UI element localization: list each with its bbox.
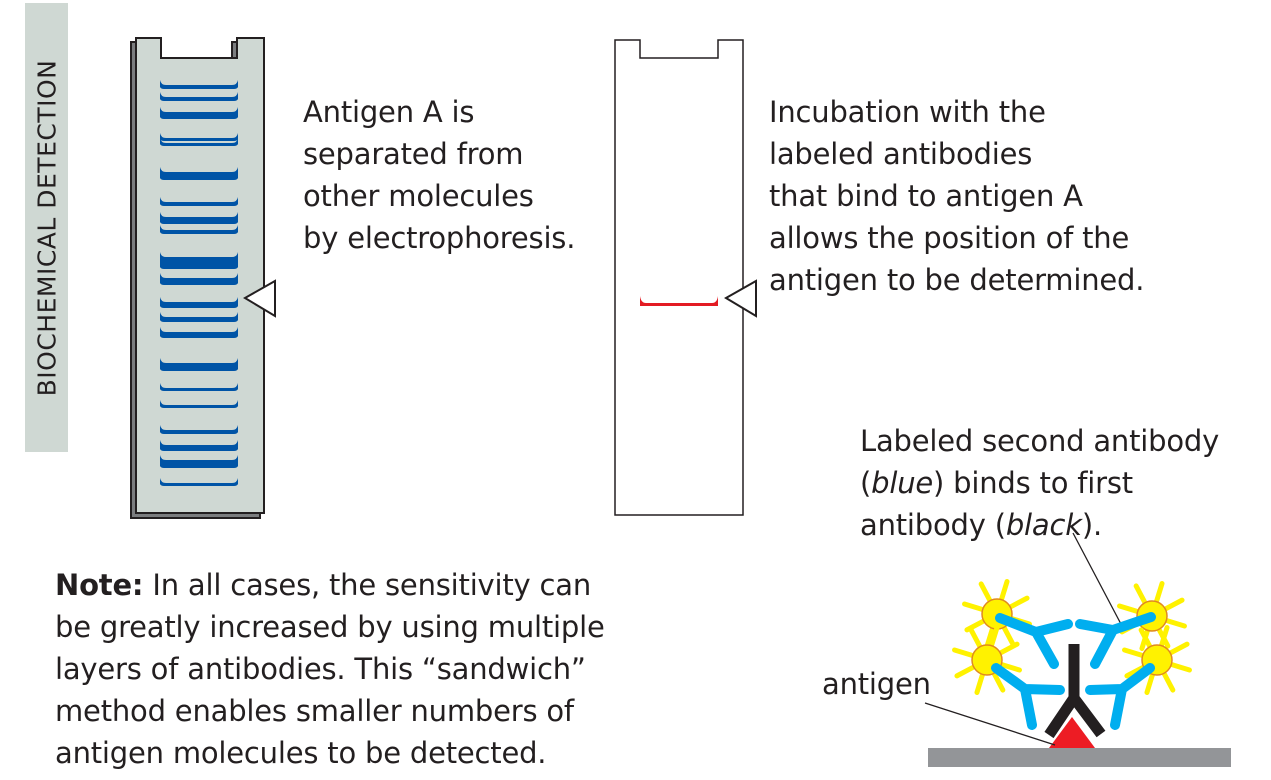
caption-line: other molecules (303, 179, 534, 213)
note-line: be greatly increased by using multiple (55, 610, 605, 644)
protein-band (160, 312, 238, 322)
caption-line: Antigen A is (303, 95, 475, 129)
caption-line: antigen to be determined. (769, 263, 1145, 297)
note-line: layers of antibodies. This “sandwich” (55, 652, 586, 686)
note-line: method enables smaller numbers of (55, 694, 574, 728)
caption-line: Incubation with the (769, 95, 1046, 129)
arrow-marker-icon (724, 279, 757, 318)
caption-line: by electrophoresis. (303, 221, 576, 255)
protein-band (160, 383, 238, 391)
caption-text: antibody ( (860, 508, 1006, 542)
note: Note: In all cases, the sensitivity can … (55, 564, 605, 774)
gel-lane (135, 37, 265, 514)
antigen-band (640, 296, 718, 306)
protein-band (160, 400, 238, 408)
protein-band (160, 425, 238, 434)
note-line: In all cases, the sensitivity can (143, 568, 592, 602)
protein-band (160, 440, 238, 451)
panel1-caption: Antigen A is separated from other molecu… (303, 91, 575, 259)
protein-band (160, 455, 238, 468)
second-antibody (1075, 612, 1156, 669)
note-line: antigen molecules to be detected. (55, 736, 547, 770)
leader-line (924, 702, 1056, 746)
protein-band (160, 297, 238, 308)
caption-text: black (1005, 508, 1082, 542)
caption-line: Labeled second antibody (860, 424, 1220, 458)
caption-line: that bind to antigen A (769, 179, 1083, 213)
protein-band (160, 92, 238, 101)
stained-gel (130, 37, 276, 519)
protein-band (160, 327, 238, 338)
protein-band (160, 273, 238, 285)
protein-band (160, 167, 238, 180)
protein-band (160, 138, 238, 146)
second-antibody (995, 613, 1073, 669)
surface (928, 748, 1231, 767)
leader-line (1072, 532, 1123, 627)
protein-band (160, 252, 238, 269)
protein-band (160, 197, 238, 206)
antigen (1049, 717, 1095, 748)
first-antibody (1044, 644, 1106, 739)
caption-text: blue (871, 466, 934, 500)
fluorescent-label-icon (952, 625, 1022, 695)
caption-line: separated from (303, 137, 524, 171)
blot-lane (614, 39, 744, 516)
second-antibody (991, 663, 1065, 730)
protein-band (160, 107, 238, 119)
antibody-blot (614, 39, 757, 516)
sandwich-caption: Labeled second antibody (blue) binds to … (860, 420, 1219, 546)
side-label-box: BIOCHEMICAL DETECTION (25, 3, 68, 452)
protein-band (160, 225, 238, 234)
second-antibodies (991, 612, 1156, 730)
protein-band (160, 478, 238, 486)
protein-band (160, 358, 238, 371)
note-label: Note: (55, 568, 144, 602)
protein-band (160, 133, 238, 141)
panel2-caption: Incubation with the labeled antibodies t… (769, 91, 1144, 301)
caption-text: ( (860, 466, 872, 500)
caption-line: labeled antibodies (769, 137, 1033, 171)
second-antibody (1085, 663, 1155, 730)
caption-text: ) binds to first (933, 466, 1133, 500)
protein-band (160, 80, 238, 89)
protein-band (160, 212, 238, 224)
antigen-label: antigen (822, 667, 931, 701)
caption-line: allows the position of the (769, 221, 1130, 255)
arrow-marker-icon (243, 279, 276, 318)
caption-text: ). (1081, 508, 1102, 542)
sandwich-diagram (924, 532, 1231, 767)
